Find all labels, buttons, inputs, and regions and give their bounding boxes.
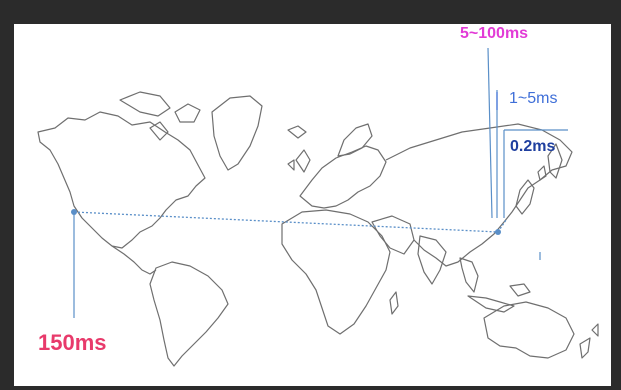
greenland-outline	[211, 95, 263, 171]
europe-outline	[299, 145, 387, 209]
indonesia-outline	[467, 283, 531, 313]
leader-5-100ms	[487, 47, 493, 219]
scandinavia-outline	[337, 123, 373, 157]
intercontinental-route-line	[73, 211, 499, 233]
new-zealand-outline	[579, 323, 599, 359]
map-panel	[14, 24, 611, 386]
japan-outline	[515, 165, 547, 215]
latency-label-regional: 5~100ms	[460, 25, 529, 42]
latency-label-local: 0.2ms	[510, 138, 556, 155]
africa-outline	[281, 209, 391, 335]
southeast-asia-outline	[459, 257, 479, 293]
madagascar-outline	[389, 291, 399, 315]
kamchatka-outline	[547, 143, 563, 179]
australia-outline	[483, 301, 575, 359]
latency-label-intercontinental: 150ms	[38, 330, 107, 355]
latency-label-metro: 1~5ms	[509, 90, 558, 107]
british-isles-outline	[287, 149, 311, 173]
central-america-outline	[111, 245, 157, 275]
japan-local-route-line	[497, 219, 507, 233]
iceland-outline	[287, 125, 307, 139]
south-america-outline	[149, 261, 229, 367]
japan-marker	[495, 229, 501, 235]
arabia-outline	[371, 215, 415, 255]
india-outline	[417, 235, 447, 285]
north-america-outline	[37, 111, 206, 249]
latency-overlay	[71, 47, 568, 318]
arctic-islands-outline	[119, 91, 201, 141]
asia-outline	[385, 123, 573, 267]
